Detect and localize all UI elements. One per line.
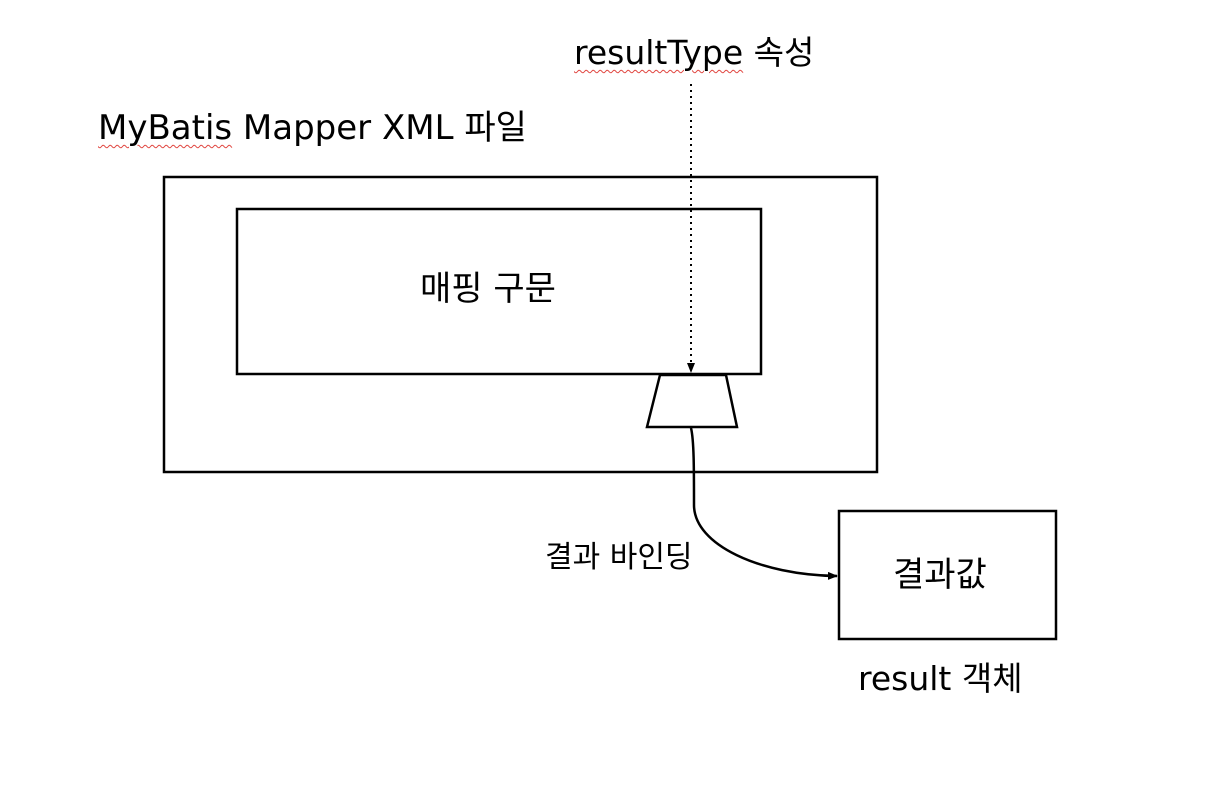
mapping-statement-label: 매핑 구문 <box>420 269 556 309</box>
result-binding-label: 결과 바인딩 <box>545 540 693 575</box>
result-value-box <box>837 509 1058 641</box>
result-type-attribute-label: resultType 속성 <box>574 33 815 72</box>
result-value-label: 결과값 <box>893 555 987 595</box>
mapper-file-label: MyBatis Mapper XML 파일 <box>98 108 527 148</box>
result-type-word: resultType <box>574 33 744 72</box>
mybatis-word: MyBatis <box>98 108 233 148</box>
mapper-file-box <box>162 175 879 474</box>
mapping-statement-box <box>235 207 763 376</box>
result-object-label: result 객체 <box>858 659 1023 698</box>
result-binding-arrow <box>689 427 838 580</box>
result-output-funnel <box>645 373 739 429</box>
